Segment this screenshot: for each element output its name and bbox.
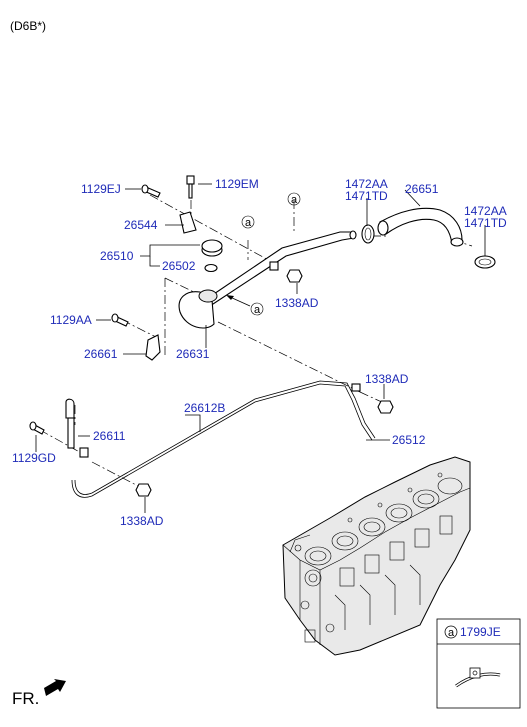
leader-lines bbox=[39, 194, 473, 488]
label-1471TD-right: 1471TD bbox=[464, 216, 507, 230]
bolt-1129EM bbox=[186, 175, 195, 199]
label-leaders bbox=[35, 183, 486, 513]
nut-1338AD-bottom bbox=[135, 483, 152, 497]
front-label: FR. bbox=[12, 689, 39, 708]
variant-header: (D6B*) bbox=[10, 19, 46, 33]
cable-tie-icon bbox=[455, 667, 501, 688]
label-26661: 26661 bbox=[84, 347, 118, 361]
label-1338AD-mid: 1338AD bbox=[365, 372, 409, 386]
label-1338AD-bottom: 1338AD bbox=[120, 514, 164, 528]
svg-text:a: a bbox=[254, 304, 261, 316]
label-1471TD-left: 1471TD bbox=[345, 189, 388, 203]
hose-clamp-right bbox=[474, 255, 496, 269]
hose-26651 bbox=[377, 207, 464, 247]
nut-1338AD-top bbox=[286, 269, 303, 283]
label-26510: 26510 bbox=[100, 249, 134, 263]
legend-part-number: 1799JE bbox=[460, 625, 501, 639]
label-26544: 26544 bbox=[124, 218, 158, 232]
legend-ref-marker: a bbox=[448, 627, 455, 639]
label-1338AD-top: 1338AD bbox=[275, 296, 319, 310]
label-26651: 26651 bbox=[405, 182, 439, 196]
label-1472AA-right: 1472AA bbox=[464, 204, 507, 218]
label-1129EJ: 1129EJ bbox=[81, 182, 121, 196]
label-26512: 26512 bbox=[392, 433, 426, 447]
label-1472AA-left: 1472AA bbox=[345, 177, 388, 191]
bolt-1129EJ bbox=[141, 184, 161, 198]
dipstick-cap bbox=[201, 239, 223, 257]
ref-callout-3: a bbox=[226, 295, 264, 316]
bolt-1129GD bbox=[29, 421, 45, 435]
engine-block bbox=[282, 456, 471, 656]
bracket-26544 bbox=[179, 211, 197, 234]
legend-box: a 1799JE bbox=[436, 618, 521, 709]
label-1129GD: 1129GD bbox=[12, 451, 56, 465]
dipstick-26612B bbox=[65, 380, 376, 498]
part-labels: 1129EJ 1129EM 26544 26510 26502 1338AD 1… bbox=[12, 177, 507, 528]
ref-callout-1: a bbox=[287, 192, 301, 206]
bolt-1129AA bbox=[111, 313, 129, 327]
label-26612B: 26612B bbox=[184, 401, 225, 415]
nut-1338AD-mid bbox=[377, 400, 394, 414]
ref-callout-2: a bbox=[241, 215, 255, 229]
label-26611: 26611 bbox=[93, 429, 126, 443]
label-26631: 26631 bbox=[176, 347, 210, 361]
label-26502: 26502 bbox=[162, 259, 196, 273]
hose-clamp-left bbox=[361, 224, 375, 244]
front-direction-indicator: FR. bbox=[12, 679, 66, 708]
o-ring bbox=[204, 263, 218, 273]
dipstick-tube-assembly bbox=[178, 230, 357, 329]
svg-text:a: a bbox=[291, 194, 298, 206]
label-1129EM: 1129EM bbox=[215, 177, 259, 191]
bracket-26661 bbox=[145, 334, 161, 361]
front-arrow-icon bbox=[44, 679, 66, 696]
svg-text:a: a bbox=[245, 217, 252, 229]
label-1129AA: 1129AA bbox=[50, 313, 92, 327]
